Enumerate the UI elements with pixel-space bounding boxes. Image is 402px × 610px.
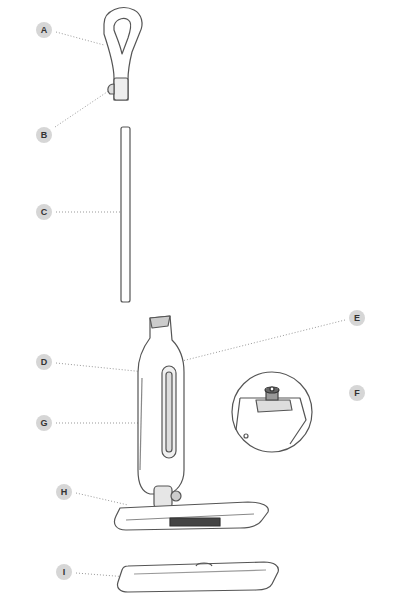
callout-letter: B — [36, 127, 52, 143]
callout-letter: F — [349, 385, 365, 401]
callout-letter: A — [36, 22, 52, 38]
callout-letter: G — [36, 415, 52, 431]
callout-letter: E — [349, 310, 365, 326]
mop-parts — [104, 8, 312, 592]
leader-lines — [55, 32, 345, 577]
callout-letter: H — [56, 484, 72, 500]
callout-letter: I — [56, 564, 72, 580]
callout-letter: C — [36, 204, 52, 220]
callout-letter: D — [36, 354, 52, 370]
